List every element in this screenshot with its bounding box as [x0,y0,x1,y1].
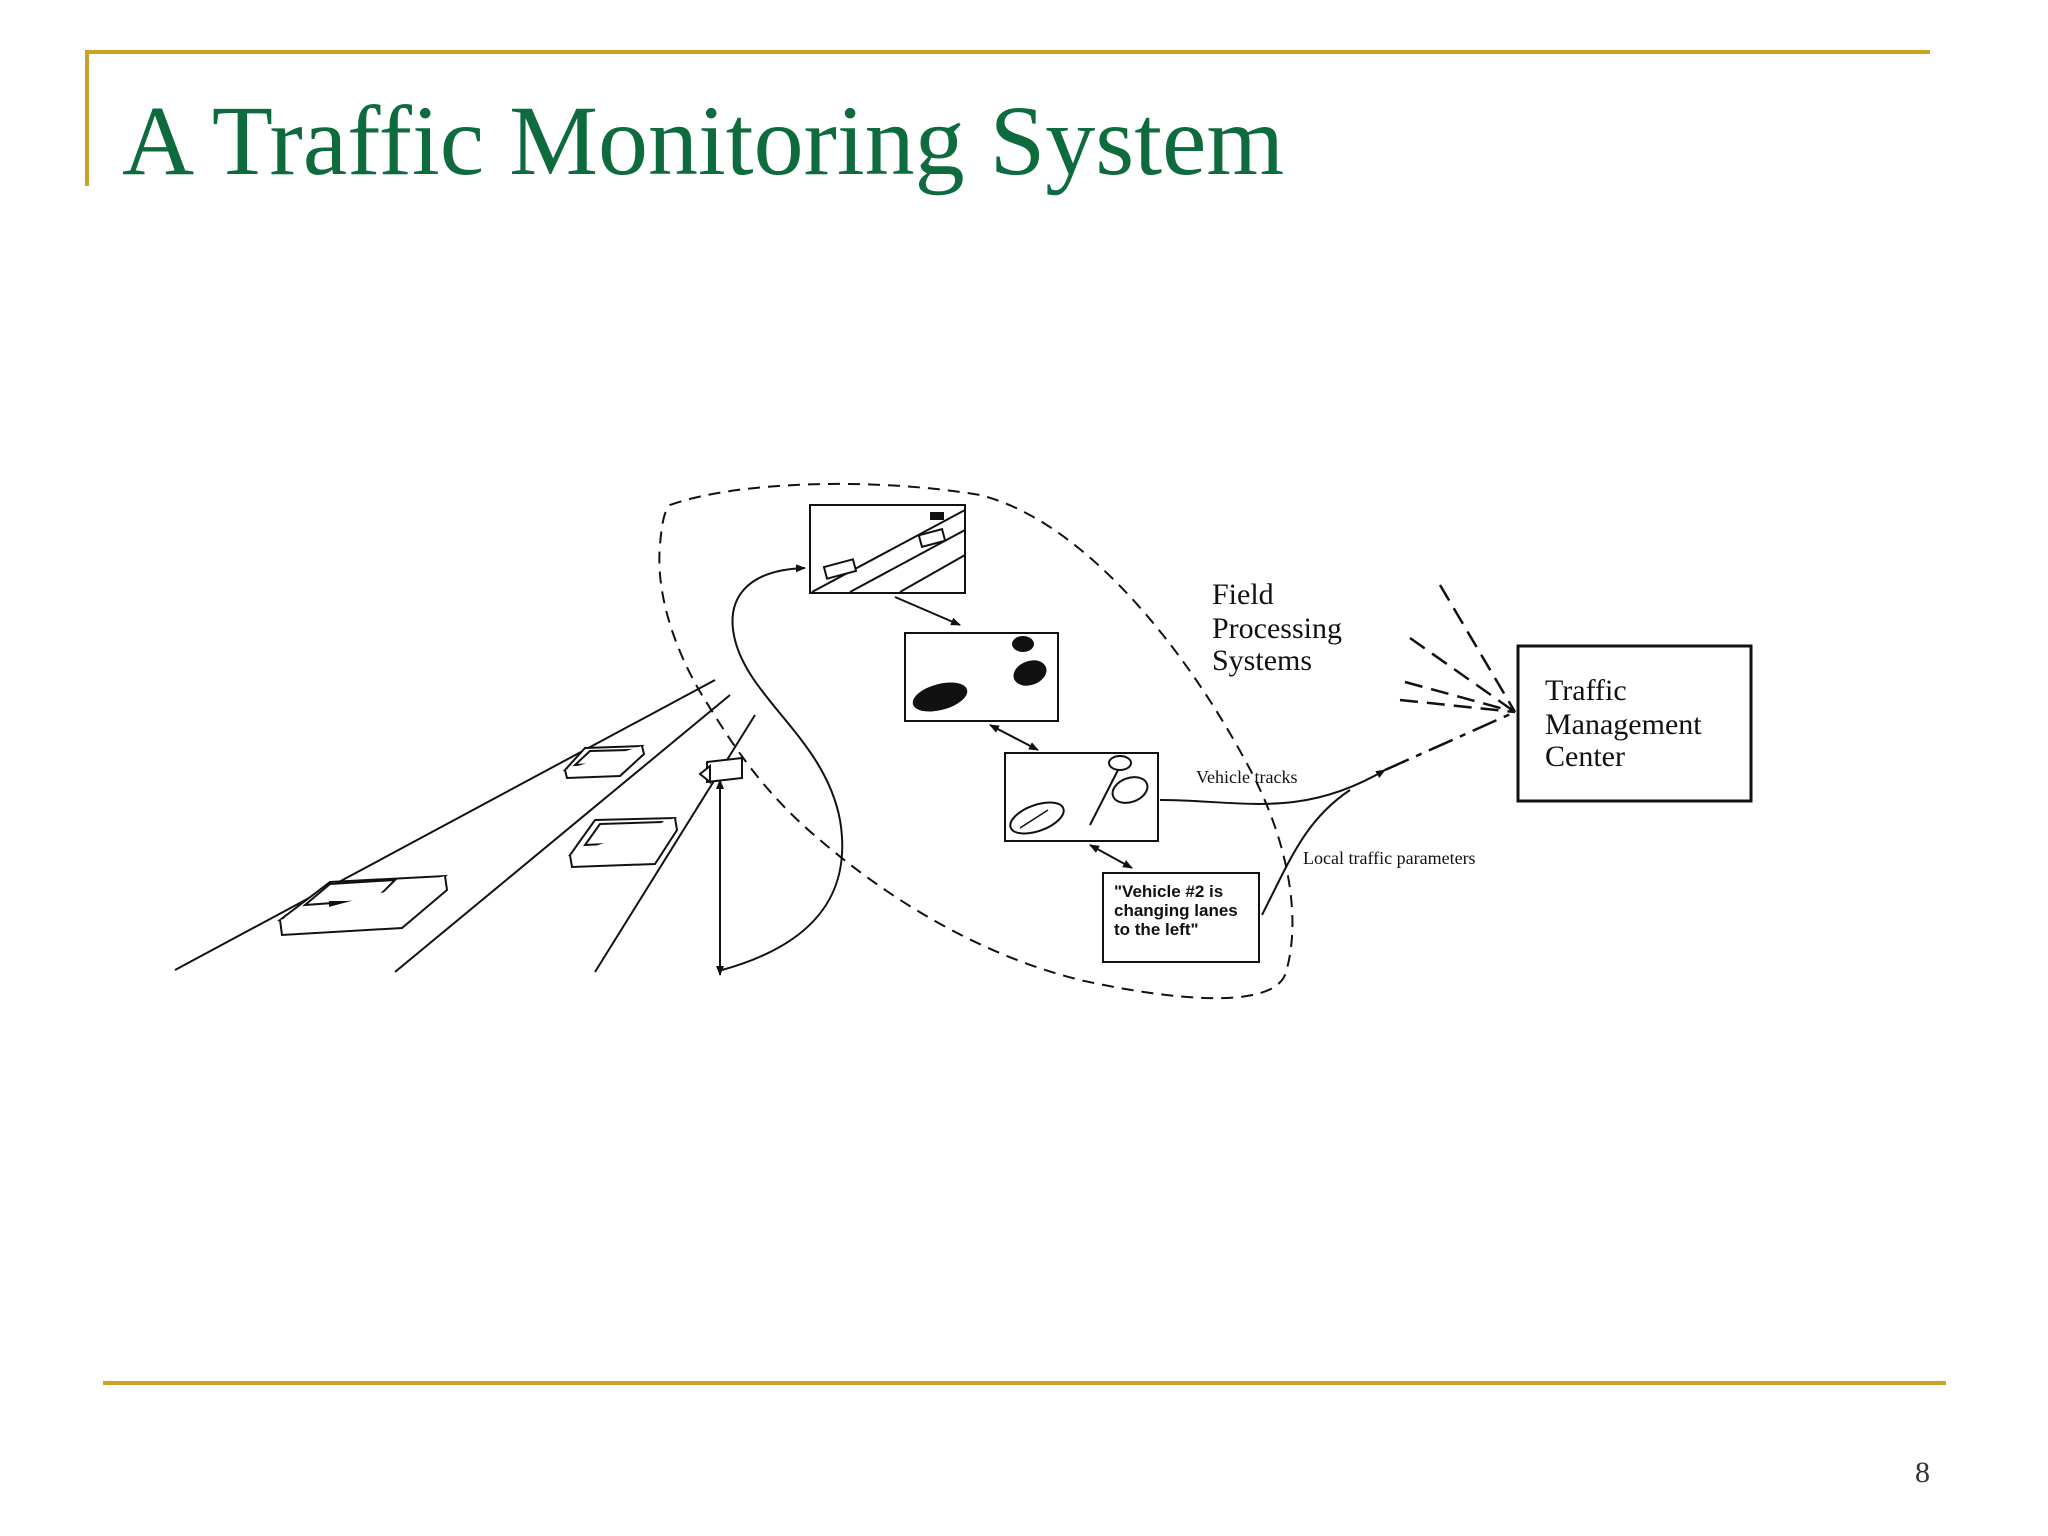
field-processing-label: Field Processing Systems [1212,578,1342,677]
frame-road-image [809,504,966,594]
car-3-icon [562,744,646,780]
tmc-link-line [1384,710,1516,772]
road [174,679,756,973]
local-params-line [1261,789,1351,916]
frame-outlines [1004,752,1159,842]
title-rule-left [85,50,89,186]
arrow-frame2-frame3 [989,724,1039,751]
quote-line-1: "Vehicle #2 is [1114,882,1223,901]
page-number: 8 [1915,1456,1930,1489]
frame-blobs [904,632,1059,722]
field-label-line-2: Processing [1212,612,1342,645]
camera-icon [698,756,743,976]
footer-rule [103,1381,1946,1385]
tmc-line-1: Traffic [1545,674,1627,707]
slide-title: A Traffic Monitoring System [122,85,1285,196]
local-params-label: Local traffic parameters [1303,848,1476,868]
arrow-frame1-frame2 [894,596,961,626]
vehicle-tracks-line [1159,769,1386,805]
quote-box: "Vehicle #2 is changing lanes to the lef… [1102,872,1260,963]
car-2-icon [568,816,679,869]
vehicle-tracks-label: Vehicle tracks [1196,767,1297,787]
tmc-box: Traffic Management Center [1516,644,1753,803]
field-label-line-3: Systems [1212,644,1312,677]
other-inputs-lines [1399,584,1517,714]
field-label-line-1: Field [1212,578,1274,611]
field-processing-boundary [658,482,1294,1000]
tmc-line-2: Management [1545,708,1702,741]
arrow-frame3-quote [1089,844,1133,869]
quote-line-2: changing lanes [1114,901,1238,920]
car-1-icon [276,874,449,937]
title-rule-top [85,50,1930,54]
tmc-line-3: Center [1545,740,1625,773]
camera-to-frame-curve [721,564,844,971]
quote-line-3: to the left" [1114,920,1199,939]
